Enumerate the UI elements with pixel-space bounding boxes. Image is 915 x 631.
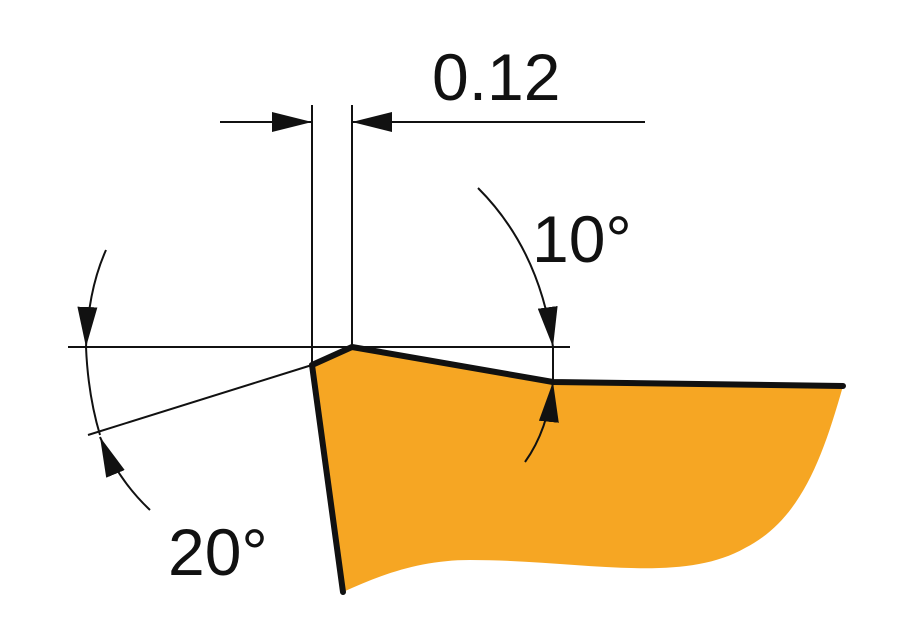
clearance-angle-arc-lower bbox=[85, 346, 101, 436]
rake-angle-arc-upper bbox=[477, 187, 558, 348]
clearance-extension-line bbox=[87, 364, 313, 436]
rake-angle-label: 10° bbox=[532, 202, 632, 276]
clearance-angle-arc-upper bbox=[77, 249, 107, 348]
insert-body bbox=[312, 347, 843, 592]
clearance-angle-label: 20° bbox=[168, 515, 268, 589]
clearance-angle-arc-tail bbox=[99, 436, 151, 511]
land-width-label: 0.12 bbox=[432, 40, 560, 114]
rake-angle-arc-lower bbox=[524, 381, 559, 463]
